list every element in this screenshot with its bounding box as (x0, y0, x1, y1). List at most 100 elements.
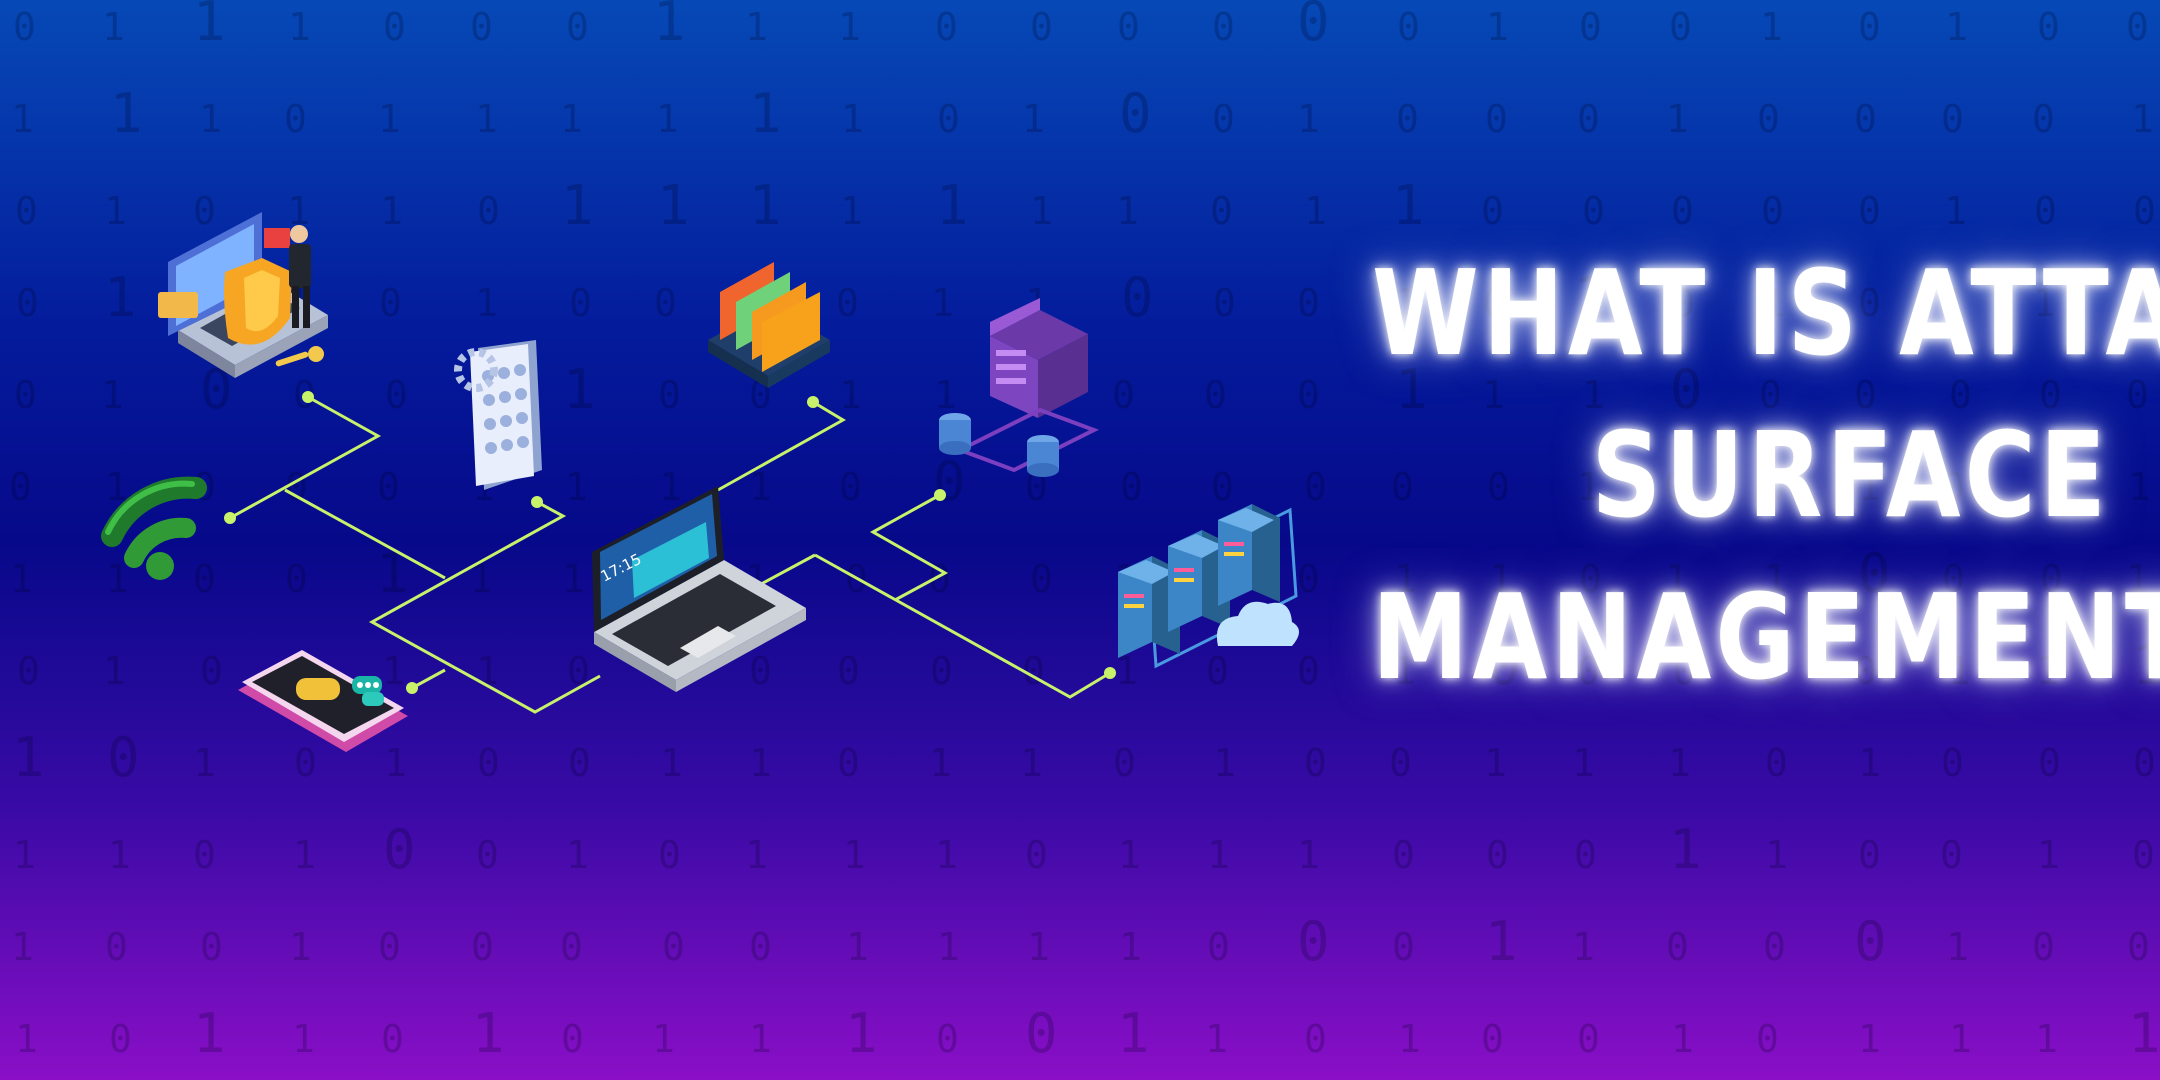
binary-digit: 0 (1210, 189, 1233, 233)
binary-digit: 0 (933, 450, 966, 513)
binary-digit: 0 (1765, 741, 1788, 785)
binary-digit: 0 (2038, 741, 2061, 785)
binary-digit: 1 (1398, 1017, 1421, 1061)
binary-digit: 0 (1112, 373, 1135, 417)
binary-digit: 0 (1763, 925, 1786, 969)
binary-digit: 1 (840, 189, 863, 233)
binary-digit: 1 (563, 358, 596, 421)
binary-digit: 1 (193, 1002, 226, 1065)
binary-digit: 0 (836, 281, 859, 325)
binary-digit: 0 (1297, 649, 1320, 693)
binary-digit: 1 (1666, 97, 1689, 141)
headline-title: WHAT IS ATTACK SURFACE MANAGEMENT? (1372, 232, 2160, 718)
binary-digit: 1 (11, 97, 34, 141)
binary-digit: 1 (2035, 1017, 2058, 1061)
binary-digit: 1 (1297, 833, 1320, 877)
binary-digit: 1 (1304, 189, 1327, 233)
binary-digit: 0 (1025, 833, 1048, 877)
binary-digit: 1 (104, 266, 137, 329)
binary-digit: 0 (1211, 465, 1234, 509)
binary-digit: 1 (376, 542, 409, 605)
binary-digit: 1 (287, 189, 310, 233)
binary-digit: 0 (1483, 281, 1506, 325)
binary-digit: 1 (2128, 465, 2151, 509)
binary-digit: 1 (839, 373, 862, 417)
binary-digit: 0 (1113, 741, 1136, 785)
binary-digit: 1 (2128, 1002, 2160, 1065)
binary-digit: 0 (936, 1017, 959, 1061)
binary-digit: 0 (377, 465, 400, 509)
binary-digit: 0 (15, 189, 38, 233)
binary-digit: 0 (1392, 925, 1415, 969)
binary-digit: 1 (1116, 189, 1139, 233)
binary-digit: 0 (294, 741, 317, 785)
binary-digit: 1 (657, 174, 690, 237)
binary-digit: 1 (12, 726, 45, 789)
binary-digit: 0 (1759, 373, 1782, 417)
binary-digit: 0 (2037, 5, 2060, 49)
binary-digit: 1 (1669, 818, 1702, 881)
binary-digit: 0 (16, 281, 39, 325)
binary-digit: 1 (382, 649, 405, 693)
binary-digit: 1 (660, 741, 683, 785)
connector-lines (229, 395, 1111, 714)
binary-digit: 0 (568, 741, 591, 785)
binary-digit: 0 (1577, 1017, 1600, 1061)
binary-digit: 0 (1941, 97, 1964, 141)
binary-digit: 0 (107, 726, 140, 789)
binary-digit: 1 (1572, 741, 1595, 785)
binary-digit: 0 (385, 373, 408, 417)
binary-digit: 0 (1854, 910, 1887, 973)
binary-digit: 0 (2126, 373, 2149, 417)
binary-digit: 0 (193, 557, 216, 601)
binary-digit: 1 (1949, 1017, 1972, 1061)
binary-digit: 1 (1484, 741, 1507, 785)
binary-digit: 1 (1760, 5, 1783, 49)
binary-digit: 1 (472, 1002, 505, 1065)
headline-line-2: SURFACE (1591, 406, 2110, 544)
binary-digit: 0 (1757, 97, 1780, 141)
binary-digit: 0 (1025, 1002, 1058, 1065)
binary-digit: 1 (1943, 281, 1966, 325)
binary-digit: 0 (1664, 465, 1687, 509)
binary-digit: 1 (656, 97, 679, 141)
binary-digit: 0 (1756, 1017, 1779, 1061)
binary-digit: 1 (2033, 281, 2056, 325)
binary-digit: 0 (379, 281, 402, 325)
binary-digit: 0 (1297, 373, 1320, 417)
binary-digit: 0 (1940, 833, 1963, 877)
binary-digit: 0 (1297, 0, 1330, 53)
binary-digit: 0 (1212, 5, 1235, 49)
binary-digit: 0 (1858, 5, 1881, 49)
binary-digit: 0 (1022, 649, 1045, 693)
binary-digit: 0 (1579, 5, 1602, 49)
binary-digit: 0 (200, 649, 223, 693)
binary-digit: 1 (470, 557, 493, 601)
binary-digit: 0 (1206, 649, 1229, 693)
binary-digit: 0 (560, 925, 583, 969)
binary-digit: 0 (1120, 465, 1143, 509)
security-laptop-icon (158, 212, 328, 378)
binary-digit: 0 (1212, 97, 1235, 141)
binary-digit: 0 (1119, 82, 1152, 145)
binary-digit: 1 (2131, 281, 2154, 325)
binary-digit: 1 (846, 925, 869, 969)
binary-digit: 1 (102, 5, 125, 49)
binary-digit: 1 (1668, 741, 1691, 785)
binary-digit: 1 (2037, 833, 2060, 877)
binary-digit: 1 (566, 833, 589, 877)
laptop-icon: 17:15 (592, 486, 806, 692)
binary-digit: 1 (565, 465, 588, 509)
binary-digit: 1 (1020, 741, 1043, 785)
binary-digit: 0 (17, 649, 40, 693)
binary-digit: 1 (1948, 649, 1971, 693)
headline-line-3: MANAGEMENT? (1372, 568, 2160, 706)
binary-digit: 1 (745, 5, 768, 49)
binary-digit: 1 (288, 5, 311, 49)
binary-digit: 1 (1577, 465, 1600, 509)
binary-digit: 1 (749, 741, 772, 785)
binary-digit: 0 (2039, 373, 2062, 417)
binary-digit: 1 (103, 649, 126, 693)
binary-digit: 0 (2132, 833, 2155, 877)
binary-digit: 1 (1945, 5, 1968, 49)
